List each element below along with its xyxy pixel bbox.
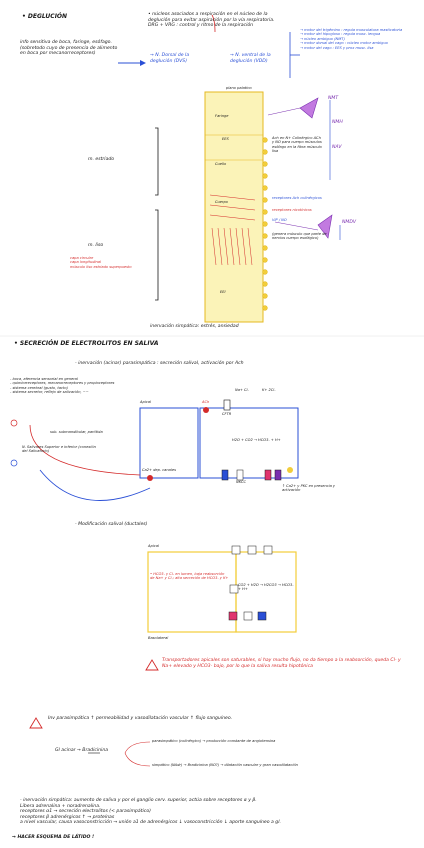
arrowhead-icon	[140, 60, 146, 66]
label-eei: EEI	[220, 290, 226, 294]
nucleus-dorsal: → N. Dorsal de la deglución (DVS)	[150, 53, 190, 64]
plexus-nodes	[262, 137, 268, 311]
acinar-cell-box-2	[199, 407, 299, 479]
warning-note-1: Transportadores apicales son saturables,…	[162, 658, 401, 669]
ductal-channels	[228, 545, 273, 621]
label-cuerpo: Cuerpo	[215, 200, 228, 204]
bottom-note: a nivel vascular, causa vasoconstricción…	[20, 820, 281, 826]
warning-icon	[29, 717, 43, 729]
legend: capa circular capa longitudinal músculo …	[70, 256, 150, 269]
motor-item: → motor del hipogloso : regula musc. len…	[300, 32, 381, 37]
label-cuello: Cuello	[215, 162, 227, 166]
inervacion-acinar: - inervación (acinar) parasimpática : se…	[75, 361, 244, 366]
bottom-note: Libera adrenalina + noradrenalina.	[20, 803, 101, 809]
ions-top-2: K+ 2Cl-	[262, 388, 276, 392]
ca-note: ↑ Ca2+ y PKC en presencia y activación	[282, 484, 336, 493]
ion-channels	[147, 399, 293, 481]
label-nmdv: NMDV	[342, 220, 357, 225]
n-salivares-note: N. Salivares Superior e inferior (conexi…	[22, 445, 96, 454]
musc-receptors-note: receptores nicotínicos	[272, 208, 312, 212]
label-nmh: NMH	[332, 120, 343, 125]
nucleus-ventral: → N. ventral de la deglución (VDD)	[230, 53, 271, 64]
sublingual-note: sub. submandibular, parótida	[50, 430, 103, 434]
label-cftr: CFTR	[222, 412, 232, 416]
legend-item: capa circular	[70, 256, 94, 260]
left-note-item: - sistema cerebral (gusto, tacto)	[10, 385, 68, 390]
motor-item: → motor del trigémino : regula musculatu…	[300, 28, 403, 32]
warning-icon	[145, 659, 159, 671]
muscle-striations	[209, 194, 256, 266]
motor-item: → motor dorsal del vago : núcleo motor a…	[300, 41, 388, 46]
label-basolateral-2: Basolateral	[148, 636, 169, 640]
ductal-notes: • HCO3- y Cl- en lumen, baja reabsorción…	[150, 572, 229, 581]
section-title-deglucion: • DEGLUCIÓN	[22, 13, 68, 20]
bottom-note: receptores α1 → secreción electrolitos (…	[20, 809, 151, 815]
modif-salival: - Modificación salival (ductales)	[75, 522, 148, 527]
inervacion-note: inervación simpática: estrés, ansiedad	[150, 324, 239, 329]
label-apical-2: Apical	[148, 544, 159, 548]
left-note-item: - sistema secretor, reflejo de salivació…	[10, 390, 89, 395]
blue-curve-arrow	[39, 469, 151, 501]
neuron-icon	[299, 97, 319, 119]
ductal-cell-box	[147, 551, 237, 633]
legend-item: músculo liso estriado superpuesto	[70, 264, 132, 269]
legend-item: capa longitudinal	[70, 260, 102, 265]
label-plano-palatino: plano palatino	[226, 86, 252, 90]
ach-note: Ach en N+ Colinérgico ACh y NO para cuer…	[272, 136, 322, 154]
parasympathetic-row: parasimpático (colinérgico) → producción…	[152, 739, 276, 743]
label-m-liso: m. liso	[88, 243, 104, 248]
ions-top-1: Na+ Cl-	[235, 388, 249, 392]
vip-note: VIP / NO	[272, 218, 287, 222]
calcium-note: Ca2+ dep. canales	[142, 468, 176, 472]
label-nav: NAV	[332, 145, 342, 150]
bottom-note: receptores β adrenérgicos ↑ → proteínas	[20, 814, 115, 820]
section-title-secrecion: • SECRECIÓN DE ELECTROLITOS EN SALIVA	[14, 340, 159, 347]
receptors-note: receptores Ach colinérgicos	[272, 196, 322, 200]
esophagus-tube	[204, 91, 264, 323]
label-ees: EES	[222, 137, 229, 141]
bottom-notes: - inervación simpática: aumento de saliv…	[20, 798, 415, 826]
curved-arrow-icon	[211, 14, 216, 33]
genes-note: (genera músculo que parte de nervios cue…	[272, 232, 327, 241]
label-nmt: NMT	[328, 96, 339, 101]
label-m-estriado: m. estriado	[88, 157, 115, 162]
bottom-note: - inervación simpática: aumento de saliv…	[20, 798, 257, 803]
neuron-icon	[317, 214, 333, 239]
footer-note: → HACER ESQUEMA DE LÁTIDO !	[12, 835, 95, 840]
motor-nucleus-list: → motor del trigémino : regula musculatu…	[300, 28, 418, 50]
equation-2: CO2 + H2O → H2CO3 → HCO3- + H+	[238, 583, 294, 592]
left-note-item: - boca, aferencia sensorial en general	[10, 377, 78, 381]
motor-item: → núcleo ambiguo (NMT)	[300, 36, 345, 41]
center-description: • núcleos asociados a respiración en el …	[148, 12, 275, 29]
label-nkcc: NKCC	[236, 480, 246, 484]
gl-acinar: Gl acinar → Bradicinina	[55, 748, 109, 753]
equation-1: H2O + CO2 → HCO3- + H+	[232, 438, 281, 442]
label-apical: Apical	[140, 400, 151, 404]
motor-item: → motor del vago : EES y prox musc. lisa	[300, 45, 374, 50]
info-sensitive-note: info sensitiva de boca, faringe, esófago…	[20, 40, 118, 57]
label-faringe: Faringe	[215, 114, 229, 118]
left-note-item: - quimiorreceptores, mecanorreceptores y…	[10, 381, 115, 386]
label-ach: ACh	[202, 400, 210, 404]
left-notes: - boca, aferencia sensorial en general -…	[10, 377, 120, 395]
sympathetic-row: simpático (NAdr) → Bradicinina (NO?) → d…	[152, 763, 298, 767]
red-curve-arrow	[29, 424, 141, 476]
acinar-cell-box	[139, 407, 199, 479]
warning-note-2: Inv parasimpática ↑ permeabilidad y vaso…	[48, 716, 233, 721]
